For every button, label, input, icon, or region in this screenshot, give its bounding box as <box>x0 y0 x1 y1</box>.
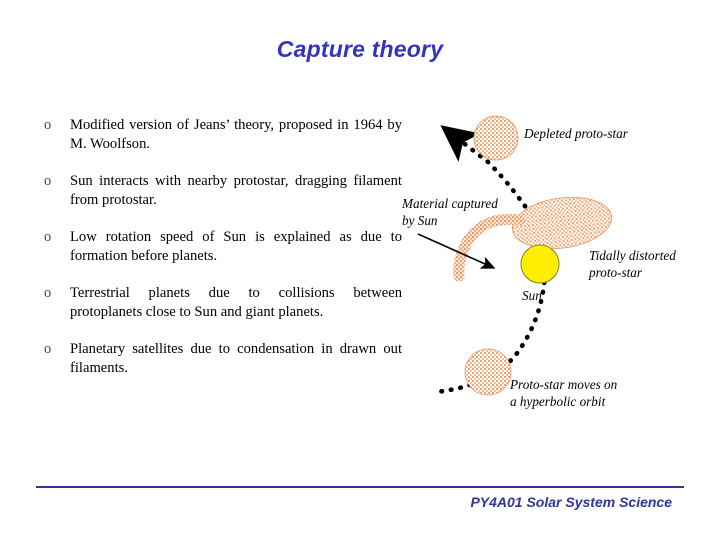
label-depleted-protostar: Depleted proto-star <box>523 126 629 141</box>
label-material-captured-line2: by Sun <box>402 213 438 228</box>
label-tidally-distorted-line2: proto-star <box>588 265 643 280</box>
captured-filament <box>453 213 526 282</box>
label-orbit-line1: Proto-star moves on <box>509 377 618 392</box>
tidally-distorted-protostar-body <box>511 196 613 250</box>
bullet-marker-icon: o <box>44 229 52 245</box>
list-item: o Terrestrial planets due to collisions … <box>36 284 402 321</box>
list-item: o Low rotation speed of Sun is explained… <box>36 228 402 265</box>
page-title: Capture theory <box>276 36 444 62</box>
footer-label: PY4A01 Solar System Science <box>470 494 672 510</box>
list-item: o Modified version of Jeans’ theory, pro… <box>36 116 402 153</box>
label-orbit-line2: a hyperbolic orbit <box>510 394 606 409</box>
list-item: o Planetary satellites due to condensati… <box>36 340 402 377</box>
captured-filament-outline <box>453 213 526 282</box>
bullet-marker-icon: o <box>44 117 52 133</box>
material-captured-arrow <box>417 233 496 269</box>
list-item-text: Low rotation speed of Sun is explained a… <box>70 229 402 264</box>
capture-theory-diagram: Depleted proto-star Material captured by… <box>396 104 720 434</box>
depleted-protostar-body <box>473 115 519 161</box>
bullet-marker-icon: o <box>44 285 52 301</box>
sun-body <box>520 244 560 284</box>
bullet-marker-icon: o <box>44 173 52 189</box>
label-material-captured-line1: Material captured <box>401 196 498 211</box>
orbit-path-lower <box>433 241 548 395</box>
label-sun: Sun <box>522 288 542 303</box>
bullet-list: o Modified version of Jeans’ theory, pro… <box>36 116 402 377</box>
list-item: o Sun interacts with nearby protostar, d… <box>36 172 402 209</box>
protostar-on-orbit-body <box>464 348 512 396</box>
list-item-text: Modified version of Jeans’ theory, propo… <box>70 117 402 152</box>
list-item-text: Planetary satellites due to condensation… <box>70 341 402 376</box>
list-item-text: Sun interacts with nearby protostar, dra… <box>70 173 402 208</box>
footer-divider <box>36 486 684 488</box>
bullet-marker-icon: o <box>44 341 52 357</box>
list-item-text: Terrestrial planets due to collisions be… <box>70 285 402 320</box>
label-tidally-distorted-line1: Tidally distorted <box>589 248 676 263</box>
